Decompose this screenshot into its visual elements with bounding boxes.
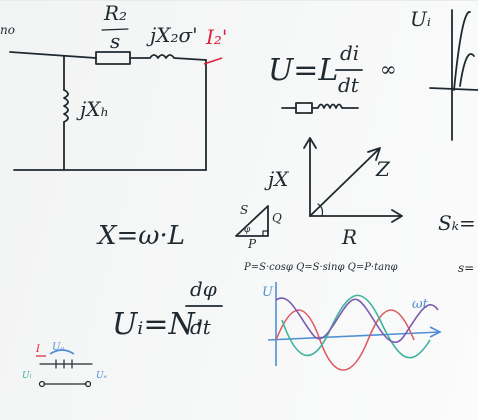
phasor-z-vector [309, 149, 379, 217]
phasor-angle-arc [317, 203, 324, 217]
reactance-equation: X=ω·L [96, 221, 185, 251]
inductor-x2-symbol [129, 54, 207, 61]
r2-fraction-bar [101, 28, 129, 31]
phasor-r-label: R [341, 225, 357, 249]
s-fragment: s= [458, 261, 474, 275]
r2-label: R₂ [103, 1, 127, 25]
inductor-xh-symbol [63, 89, 69, 123]
wave-x-label: ωt [412, 297, 429, 312]
right-edge-plot: Uᵢ [410, 7, 478, 141]
wave-phase-green [281, 294, 431, 359]
small-circuit-sketch: I Uₐ Uₗ Uₑ [22, 342, 108, 388]
jx2-label: jX₂σ' [146, 23, 198, 47]
small-sketch-ul-label: Uₗ [22, 371, 32, 381]
equivalent-circuit: no R₂ s jX₂σ' I₂' jXₕ [0, 1, 227, 171]
phasor-jx-label: jX [264, 167, 289, 191]
sk-label: Sₖ= [438, 211, 476, 235]
wave-time-arrowhead [429, 326, 442, 338]
inductor-eq-numerator: di [340, 41, 359, 65]
three-phase-waves: U ωt [262, 282, 442, 371]
impedance-phasor-diagram: jX Z R [264, 137, 403, 249]
induction-eq-numerator: dφ [190, 277, 217, 301]
wave-y-label: U [262, 285, 274, 300]
inductor-eq-lhs: U=L [268, 53, 338, 88]
i2-arrow [203, 57, 223, 65]
wave-phase-red [275, 309, 415, 371]
inductor-equation: U=L di dt ∞ [268, 41, 397, 114]
induction-eq-denominator: dt [190, 315, 212, 339]
i2-current-label: I₂' [205, 25, 227, 49]
power-triangle-q-label: Q [272, 211, 282, 225]
jxh-label: jXₕ [76, 97, 109, 121]
power-triangle-p-label: P [247, 237, 257, 251]
small-sketch-u-arc [49, 349, 75, 355]
right-plot-curve [453, 11, 471, 91]
coil-resistor-symbol [295, 102, 313, 114]
small-sketch-u-label: Uₐ [52, 342, 64, 353]
phasor-z-arrowhead [367, 147, 381, 161]
small-sketch-ue-label: Uₑ [96, 371, 108, 381]
right-plot-curve-2 [459, 53, 475, 87]
wave-phase-purple [275, 297, 439, 344]
power-triangle-phi-label: φ [244, 225, 251, 235]
induction-eq-lhs: Uᵢ=N· [112, 307, 204, 342]
power-triangle-right-angle [262, 230, 269, 237]
s-label: s [110, 29, 120, 53]
small-sketch-i-label: I [35, 344, 41, 355]
right-ui-label: Uᵢ [410, 7, 431, 31]
inductor-eq-denominator: dt [338, 73, 360, 97]
circuit-left-fragment: no [0, 23, 15, 37]
small-sketch-windings [55, 359, 73, 369]
resistor-r2-symbol [95, 51, 131, 65]
inductor-eq-trailing: ∞ [380, 57, 397, 81]
induction-equation: Uᵢ=N· dφ dt [112, 277, 223, 342]
power-triangle-shape [235, 205, 269, 237]
small-sketch-terminal-right [84, 380, 92, 388]
phasor-jx-arrowhead [303, 137, 317, 149]
power-triangle-s-label: S [240, 203, 248, 217]
coil-inductor-symbol [311, 103, 359, 109]
power-triangle: S Q P φ P=S·cosφ Q=S·sinφ Q=P·tanφ [235, 203, 398, 273]
phasor-r-arrowhead [391, 209, 403, 223]
circuit-top-wire-left [9, 51, 97, 59]
power-formulas: P=S·cosφ Q=S·sinφ Q=P·tanφ [243, 262, 398, 273]
phasor-z-label: Z [375, 157, 391, 181]
small-sketch-terminal-left [38, 380, 46, 388]
